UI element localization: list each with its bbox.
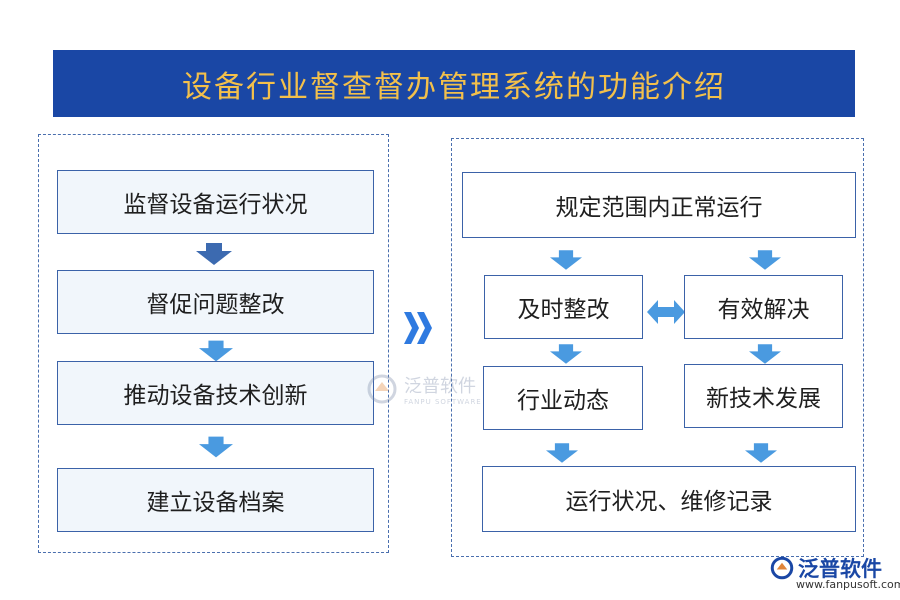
step-tech-innovation: 推动设备技术创新 (57, 361, 374, 425)
normal-operation-box: 规定范围内正常运行 (462, 172, 856, 238)
page-title: 设备行业督查督办管理系统的功能介绍 (53, 50, 855, 117)
new-tech-development-box: 新技术发展 (684, 364, 843, 428)
down-arrow-icon (196, 243, 232, 265)
right-panel (451, 138, 864, 557)
brand-url: www.fanpusoft.com (796, 578, 900, 591)
left-panel (38, 134, 389, 553)
fanpu-logo-icon (770, 556, 794, 580)
watermark-sub: FANPU SOFTWARE (404, 398, 482, 406)
down-arrow-icon (550, 249, 582, 271)
down-arrow-icon (749, 343, 781, 365)
brand-logo: 泛普软件 www.fanpusoft.com (770, 553, 900, 591)
step-build-archive: 建立设备档案 (57, 468, 374, 532)
watermark: 泛普软件 FANPU SOFTWARE (366, 372, 482, 406)
double-arrow-icon (647, 300, 685, 324)
down-arrow-icon (546, 442, 578, 464)
double-chevron-right-icon (404, 312, 434, 344)
down-arrow-icon (199, 340, 233, 362)
status-maintenance-record-box: 运行状况、维修记录 (482, 466, 856, 532)
fanpu-logo-icon (367, 374, 397, 404)
down-arrow-icon (749, 249, 781, 271)
brand-name: 泛普软件 (798, 557, 882, 581)
industry-trends-box: 行业动态 (483, 366, 643, 430)
down-arrow-icon (550, 343, 582, 365)
down-arrow-icon (745, 442, 777, 464)
watermark-name: 泛普软件 (404, 376, 476, 397)
timely-rectification-box: 及时整改 (484, 275, 643, 339)
step-monitor-operation: 监督设备运行状况 (57, 170, 374, 234)
effective-solution-box: 有效解决 (684, 275, 843, 339)
down-arrow-icon (199, 436, 233, 458)
step-urge-rectification: 督促问题整改 (57, 270, 374, 334)
